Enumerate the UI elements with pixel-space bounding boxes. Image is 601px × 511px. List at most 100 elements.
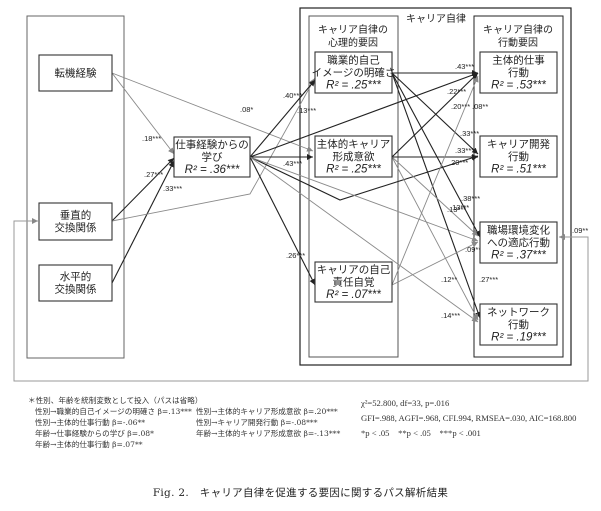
node-label: 形成意欲 [333, 150, 375, 163]
path-manabi-to-jiko_sekinin [249, 156, 316, 286]
fit-line-significance: *p < .05 **p < .05 ***p < .001 [361, 428, 481, 438]
node-label: キャリア開発 [487, 137, 550, 150]
node-label: 職場環境変化 [487, 223, 550, 236]
node-box [479, 51, 558, 94]
coef-suichoku-to-manabi: .27*** [144, 170, 163, 179]
control-note-right-2: 年齢→主体的キャリア形成意欲 β=-.13*** [196, 429, 341, 438]
node-label: 水平的 [60, 270, 92, 283]
coef-shutai_career-to-shutai_shigoto: .20*** [451, 102, 470, 111]
node-r-squared: R² = .37*** [491, 249, 546, 261]
path-shokugyo-to-shokuba [391, 72, 481, 238]
coef-shutai_career-to-network: .12** [441, 275, 457, 284]
node-label: 行動 [508, 318, 529, 331]
node-label: 行動 [508, 150, 529, 163]
node-label: 主体的キャリア [317, 137, 391, 150]
coef-shokugyo-to-network: .27*** [479, 275, 498, 284]
path-shokugyo-to-network [391, 72, 481, 319]
node-r-squared: R² = .51*** [491, 163, 546, 175]
path-suichoku-to-manabi [111, 157, 175, 222]
coef-suichoku-to-shokugyo: .13*** [297, 106, 316, 115]
coef-shutai_career-to-career_kaihatsu: .33*** [455, 146, 474, 155]
node-label: イメージの明確さ [312, 66, 396, 79]
coef-shutai_career-to-shokuba: .13*** [450, 203, 469, 212]
psychological-label-1: キャリア自律の [318, 23, 388, 36]
feedback-path-line [13, 220, 589, 382]
path-manabi-to-career_kaihatsu [249, 154, 479, 201]
control-note-header: ＊性別、年齢を統制変数として投入（パスは省略） [28, 396, 203, 405]
node-label: 垂直的 [60, 209, 92, 222]
control-note-right-0: 性別→主体的キャリア形成意欲 β=.20*** [196, 407, 338, 416]
path-diagram: キャリア自律 キャリア自律の 心理的要因 キャリア自律の 行動要因 .09** … [13, 7, 589, 382]
coef-suihei-to-manabi: .33*** [163, 184, 182, 193]
node-box [314, 135, 393, 178]
coef-shokugyo-to-career_kaihatsu: .33*** [460, 129, 479, 138]
coef-tenki-to-manabi: .18*** [142, 134, 161, 143]
control-note-left-2: 年齢→仕事経験からの学び β=.08* [35, 429, 154, 438]
career-autonomy-label: キャリア自律 [406, 12, 466, 25]
node-label: 交換関係 [55, 283, 97, 296]
node-tenki: 転機経験 [38, 54, 113, 92]
fit-line-indices: GFI=.988, AGFI=.968, CFI.994, RMSEA=.030… [361, 413, 577, 423]
node-box [38, 54, 113, 92]
node-box [314, 51, 393, 94]
control-note-left-0: 性別→職業的自己イメージの明確さ β=.13*** [35, 407, 192, 416]
node-label: 責任自覚 [333, 275, 375, 288]
node-r-squared: R² = .07*** [326, 289, 381, 301]
node-box [38, 202, 113, 241]
path-jiko_sekinin-to-shokuba [391, 241, 479, 286]
feedback-coef: .09** [572, 226, 588, 235]
node-label: 行動 [508, 66, 529, 79]
path-manabi-to-shokuba [249, 156, 479, 242]
coef-jiko_sekinin-to-shokuba: .09** [465, 245, 481, 254]
fit-line-chi: χ²=52.800, df=33, p=.016 [361, 398, 450, 408]
node-box [314, 261, 393, 303]
path-tenki-to-manabi [111, 72, 175, 155]
node-label: 職業的自己 [327, 53, 380, 66]
control-note-left-3: 年齢→主体的仕事行動 β=.07** [35, 440, 143, 449]
path-shokugyo-to-career_kaihatsu [391, 72, 479, 155]
control-note-right-1: 性別→キャリア開発行動 β=-.08*** [196, 418, 318, 427]
path-jiko_sekinin-to-shutai_shigoto [391, 75, 479, 286]
node-r-squared: R² = .36*** [185, 164, 240, 176]
behavioral-group-frame [473, 15, 564, 358]
path-tenki-to-shutai_career [111, 72, 314, 152]
node-label: 転機経験 [55, 66, 97, 79]
coef-shokugyo-to-shutai_shigoto: .43*** [455, 62, 474, 71]
node-label: 仕事経験からの [175, 138, 249, 151]
coef-manabi-to-shutai_career: .43*** [283, 159, 302, 168]
psychological-group-frame [308, 15, 399, 358]
control-note-right: 性別→主体的キャリア形成意欲 β=.20*** 性別→キャリア開発行動 β=-.… [196, 406, 340, 439]
path-suihei-to-manabi [111, 160, 175, 284]
path-shutai_career-to-network [391, 156, 479, 321]
node-box [479, 135, 558, 178]
node-label: 交換関係 [55, 221, 97, 234]
node-label: への適応行動 [487, 236, 550, 249]
node-box [479, 221, 558, 264]
node-box [173, 136, 251, 178]
path-shutai_career-to-shutai_shigoto [391, 72, 479, 158]
node-label: キャリアの自己 [317, 263, 391, 276]
coef-jiko_sekinin-to-shutai_shigoto: .08** [472, 102, 488, 111]
behavioral-label-2: 行動要因 [498, 36, 538, 49]
node-label: 学び [202, 150, 223, 163]
control-note-left-1: 性別→主体的仕事行動 β=-.06** [35, 418, 146, 427]
path-suichoku-to-shokugyo [111, 77, 316, 222]
node-r-squared: R² = .53*** [491, 79, 546, 91]
node-r-squared: R² = .19*** [491, 331, 546, 343]
coef-manabi-to-career_kaihatsu: .20*** [449, 158, 468, 167]
coef-manabi-to-network: .14*** [441, 311, 460, 320]
node-box [479, 303, 558, 346]
node-label: ネットワーク [487, 306, 550, 318]
fit-statistics: χ²=52.800, df=33, p=.016 GFI=.988, AGFI=… [361, 396, 576, 441]
behavioral-label-1: キャリア自律の [483, 23, 553, 36]
path-manabi-to-shutai_shigoto [249, 72, 479, 158]
path-manabi-to-shokugyo [249, 79, 316, 158]
coef-manabi-to-jiko_sekinin: .26*** [286, 251, 305, 260]
